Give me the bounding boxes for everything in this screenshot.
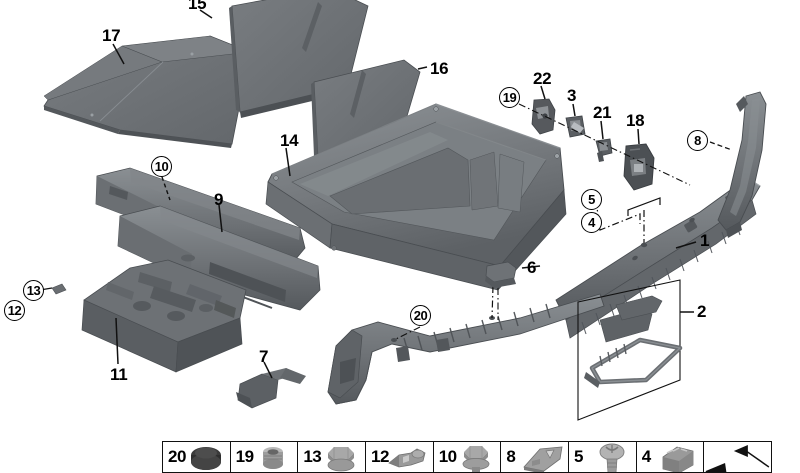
legend-cell-20[interactable]: 20 [163, 442, 231, 472]
part-3-mount-plate [565, 115, 586, 138]
callout-21: 21 [593, 103, 612, 122]
legend-cell-13[interactable]: 13 [298, 442, 367, 472]
callout-14: 14 [280, 131, 299, 150]
legend-number: 20 [168, 447, 186, 466]
hex-head-bolt-icon [317, 442, 363, 472]
part-14-luggage-tub [265, 103, 567, 292]
part-8-side-trim [717, 91, 767, 238]
legend-number: 8 [506, 447, 516, 466]
part-20-sill-inner-trim [327, 293, 605, 405]
legend-number: 10 [438, 447, 457, 466]
legend-cell-8[interactable]: 8 [501, 442, 570, 472]
round-cap-plug-icon [182, 442, 228, 472]
callout-15: 15 [188, 0, 207, 13]
legend-number: 19 [235, 447, 254, 466]
legend-cell-10[interactable]: 10 [433, 442, 502, 472]
part-21-retainer-clip [595, 138, 613, 162]
callout-9: 9 [214, 190, 224, 209]
parts-legend-strip: 20 19 13 12 10 [162, 441, 772, 473]
part-17-floor-cover [43, 35, 251, 148]
callout-4: 4 [581, 212, 602, 233]
legend-cell-arrow[interactable] [704, 442, 772, 472]
callout-8: 8 [687, 130, 708, 151]
callout-19: 19 [499, 87, 520, 108]
part-18-striker-housing [623, 143, 655, 191]
trim-clip-plate-icon [520, 442, 566, 472]
callout-12: 12 [4, 300, 25, 321]
part-6-cover-cap [485, 261, 517, 288]
pan-head-screw-icon [588, 442, 634, 472]
threaded-sleeve-nut-icon [249, 442, 295, 472]
part-7-bracket [236, 368, 306, 409]
callout-16: 16 [430, 59, 449, 78]
callout-18: 18 [626, 111, 645, 130]
legend-cell-5[interactable]: 5 [569, 442, 637, 472]
callout-10: 10 [151, 156, 172, 177]
legend-number: 5 [574, 447, 583, 466]
callout-7: 7 [259, 347, 269, 366]
legend-number: 4 [641, 447, 651, 466]
callout-5: 5 [581, 189, 602, 210]
expanding-rivet-icon [655, 442, 701, 472]
part-2-detail-box [577, 279, 683, 421]
callout-20: 20 [410, 305, 431, 326]
callout-6: 6 [527, 258, 537, 277]
callout-13: 13 [23, 280, 44, 301]
legend-cell-12[interactable]: 12 [366, 442, 434, 472]
arrow-marker-icon [704, 442, 771, 472]
callout-17: 17 [102, 26, 121, 45]
part-22-striker-cover [531, 98, 556, 135]
callout-22: 22 [533, 69, 552, 88]
callout-2: 2 [697, 302, 707, 321]
flange-hex-bolt-icon [452, 442, 498, 472]
legend-number: 12 [371, 447, 389, 466]
callout-1: 1 [700, 231, 710, 250]
legend-cell-19[interactable]: 19 [230, 442, 299, 472]
legend-number: 13 [303, 447, 322, 466]
callout-11: 11 [110, 365, 128, 384]
legend-cell-4[interactable]: 4 [636, 442, 705, 472]
clip-bracket-icon [385, 442, 431, 472]
part-11-storage-tray [51, 259, 247, 373]
callout-3: 3 [567, 86, 577, 105]
